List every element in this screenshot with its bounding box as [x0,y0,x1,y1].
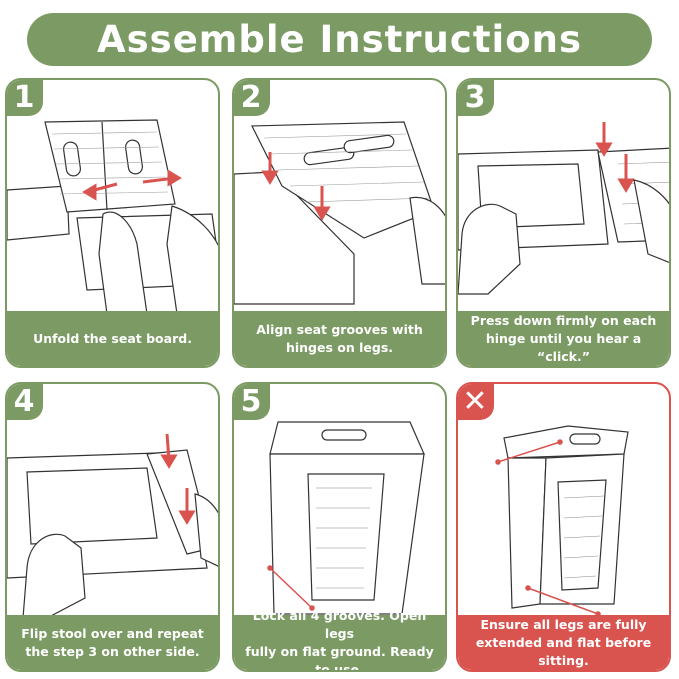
step-number: 1 [7,80,43,116]
step-2-illustration [234,114,445,314]
step-1-panel: 1 Unfold the seat board. [5,78,220,368]
x-icon: ✕ [458,384,494,420]
step-4-illustration [7,418,218,618]
step-3-illustration [458,114,669,314]
page-title: Assemble Instructions [27,13,652,66]
step-number: 2 [234,80,270,116]
warning-illustration [458,418,669,618]
step-caption: Unfold the seat board. [7,311,218,366]
step-number: 5 [234,384,270,420]
step-number: 4 [7,384,43,420]
step-number: 3 [458,80,494,116]
step-5-illustration [234,418,445,618]
step-1-illustration [7,114,218,314]
